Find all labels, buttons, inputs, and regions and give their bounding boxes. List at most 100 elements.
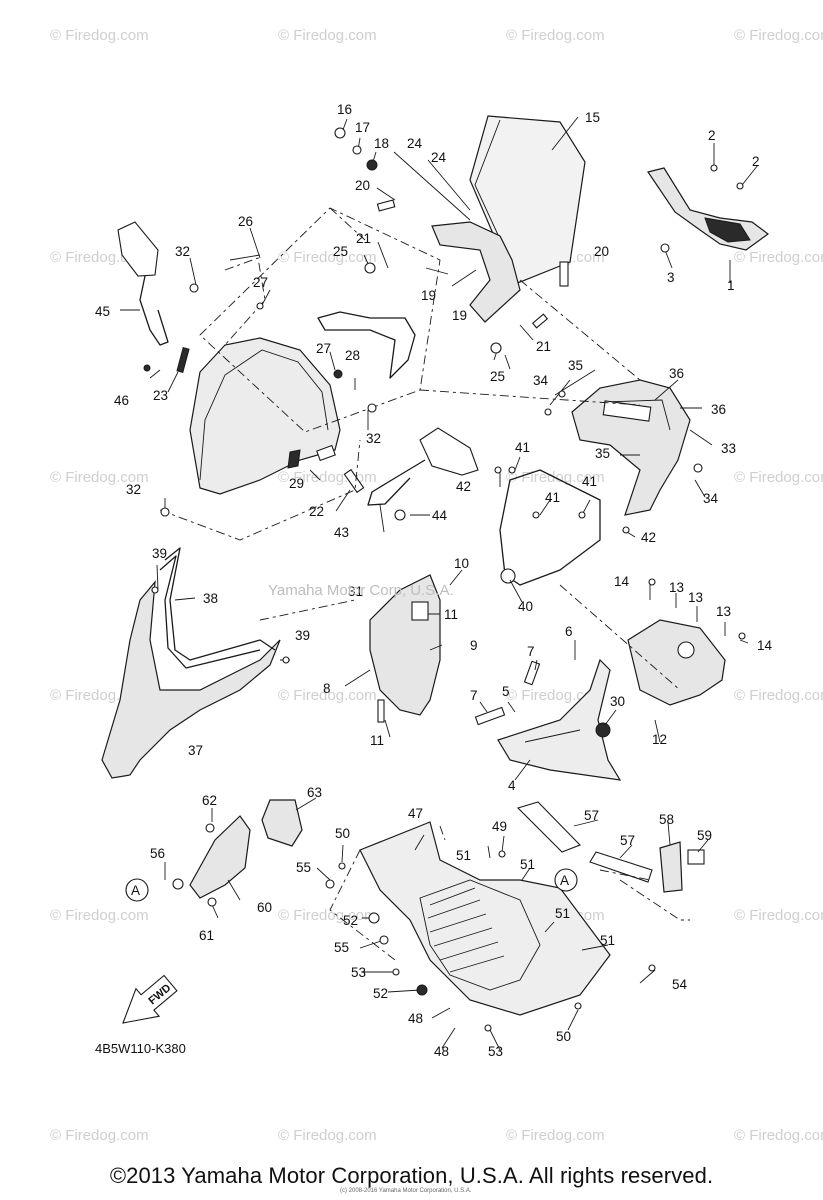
watermark-text: © Firedog.com — [278, 249, 377, 266]
part-number-19: 19 — [452, 308, 467, 323]
part-number-42: 42 — [456, 479, 471, 494]
part-number-57: 57 — [584, 808, 599, 823]
part-number-56: 56 — [150, 846, 165, 861]
part-number-58: 58 — [659, 812, 674, 827]
svg-text:A: A — [131, 883, 140, 898]
part-number-61: 61 — [199, 928, 214, 943]
part-number-4: 4 — [508, 778, 516, 793]
part-number-48: 48 — [408, 1011, 423, 1026]
watermark-text: © Firedog.com — [506, 1127, 605, 1144]
hardware — [143, 127, 746, 1032]
part-number-51: 51 — [600, 933, 615, 948]
part-number-34: 34 — [703, 491, 719, 506]
lower-cowl-47 — [359, 821, 611, 1016]
watermark-text: © Firedog.com — [278, 27, 377, 44]
part-number-57: 57 — [620, 833, 635, 848]
part-number-1: 1 — [727, 278, 735, 293]
screen-stay — [431, 221, 521, 323]
part-number-39: 39 — [295, 628, 310, 643]
part-number-25: 25 — [490, 369, 505, 384]
part-number-13: 13 — [688, 590, 703, 605]
part-number-52: 52 — [373, 986, 388, 1001]
part-number-52: 52 — [343, 913, 358, 928]
fwd-arrow: FWD — [122, 974, 178, 1024]
part-number-54: 54 — [672, 977, 688, 992]
part-number-29: 29 — [289, 476, 304, 491]
part-number-50: 50 — [335, 826, 350, 841]
part-number-12: 12 — [652, 732, 667, 747]
part-number-59: 59 — [697, 828, 712, 843]
lower-cowl-grille — [419, 879, 541, 991]
part-number-32: 32 — [366, 431, 381, 446]
part-number-17: 17 — [355, 120, 370, 135]
part-number-26: 26 — [238, 214, 253, 229]
part-number-37: 37 — [188, 743, 203, 758]
watermark-text: © Firedog.com — [734, 27, 823, 44]
watermark-text: © Firedog.com — [278, 1127, 377, 1144]
watermark-text: © Firedog.com — [50, 907, 149, 924]
watermark-text: © Firedog.com — [50, 469, 149, 486]
part-number-19: 19 — [421, 288, 436, 303]
watermark-text: © Firedog.com — [50, 27, 149, 44]
part-number-46: 46 — [114, 393, 129, 408]
part-number-21: 21 — [356, 231, 371, 246]
part-number-13: 13 — [669, 580, 684, 595]
part-number-23: 23 — [153, 388, 168, 403]
part-number-41: 41 — [545, 490, 560, 505]
part-number-14: 14 — [757, 638, 773, 653]
part-number-49: 49 — [492, 819, 507, 834]
part-number-50: 50 — [556, 1029, 571, 1044]
ref-marker-left: A — [125, 878, 149, 902]
watermark-text: © Firedog.com — [734, 469, 823, 486]
part-number-41: 41 — [515, 440, 530, 455]
part-number-42: 42 — [641, 530, 656, 545]
bracket-60 — [189, 815, 251, 899]
part-number-55: 55 — [296, 860, 311, 875]
inner-panel-40 — [499, 469, 601, 586]
part-number-14: 14 — [614, 574, 630, 589]
part-number-27: 27 — [316, 341, 331, 356]
part-number-48: 48 — [434, 1044, 449, 1059]
part-number-40: 40 — [518, 599, 533, 614]
inner-panel-12 — [627, 619, 726, 706]
part-number-13: 13 — [716, 604, 731, 619]
part-number-32: 32 — [126, 482, 141, 497]
watermark-text: © Firedog.com — [734, 687, 823, 704]
part-number-34: 34 — [533, 373, 549, 388]
part-number-33: 33 — [721, 441, 736, 456]
part-number-41: 41 — [582, 474, 597, 489]
watermark-text: © Firedog.com — [506, 27, 605, 44]
part-number-25: 25 — [333, 244, 348, 259]
part-number-51: 51 — [456, 848, 471, 863]
part-number-20: 20 — [355, 178, 370, 193]
part-number-55: 55 — [334, 940, 349, 955]
part-number-43: 43 — [334, 525, 349, 540]
part-number-18: 18 — [374, 136, 389, 151]
watermark-text: © Firedog.com — [278, 907, 377, 924]
part-number-2: 2 — [708, 128, 716, 143]
assembly-frame-26 — [199, 207, 441, 433]
part-number-36: 36 — [711, 402, 726, 417]
part-number-51: 51 — [555, 906, 570, 921]
part-number-45: 45 — [95, 304, 110, 319]
part-number-9: 9 — [470, 638, 478, 653]
inner-panel-28 — [317, 311, 416, 379]
part-number-44: 44 — [432, 508, 448, 523]
watermark-text: © Firedog.com — [278, 687, 377, 704]
part-number-11: 11 — [370, 733, 384, 748]
part-number-31: 31 — [348, 584, 363, 599]
part-number-2: 2 — [752, 154, 760, 169]
part-number-53: 53 — [488, 1044, 503, 1059]
side-cowl-37 — [101, 580, 281, 779]
part-number-38: 38 — [203, 591, 218, 606]
part-number-28: 28 — [345, 348, 360, 363]
part-number-35: 35 — [568, 358, 583, 373]
part-number-60: 60 — [257, 900, 272, 915]
part-number-36: 36 — [669, 366, 684, 381]
part-number-7: 7 — [470, 688, 478, 703]
part-number-51: 51 — [520, 857, 535, 872]
part-number-63: 63 — [307, 785, 322, 800]
part-number-3: 3 — [667, 270, 675, 285]
